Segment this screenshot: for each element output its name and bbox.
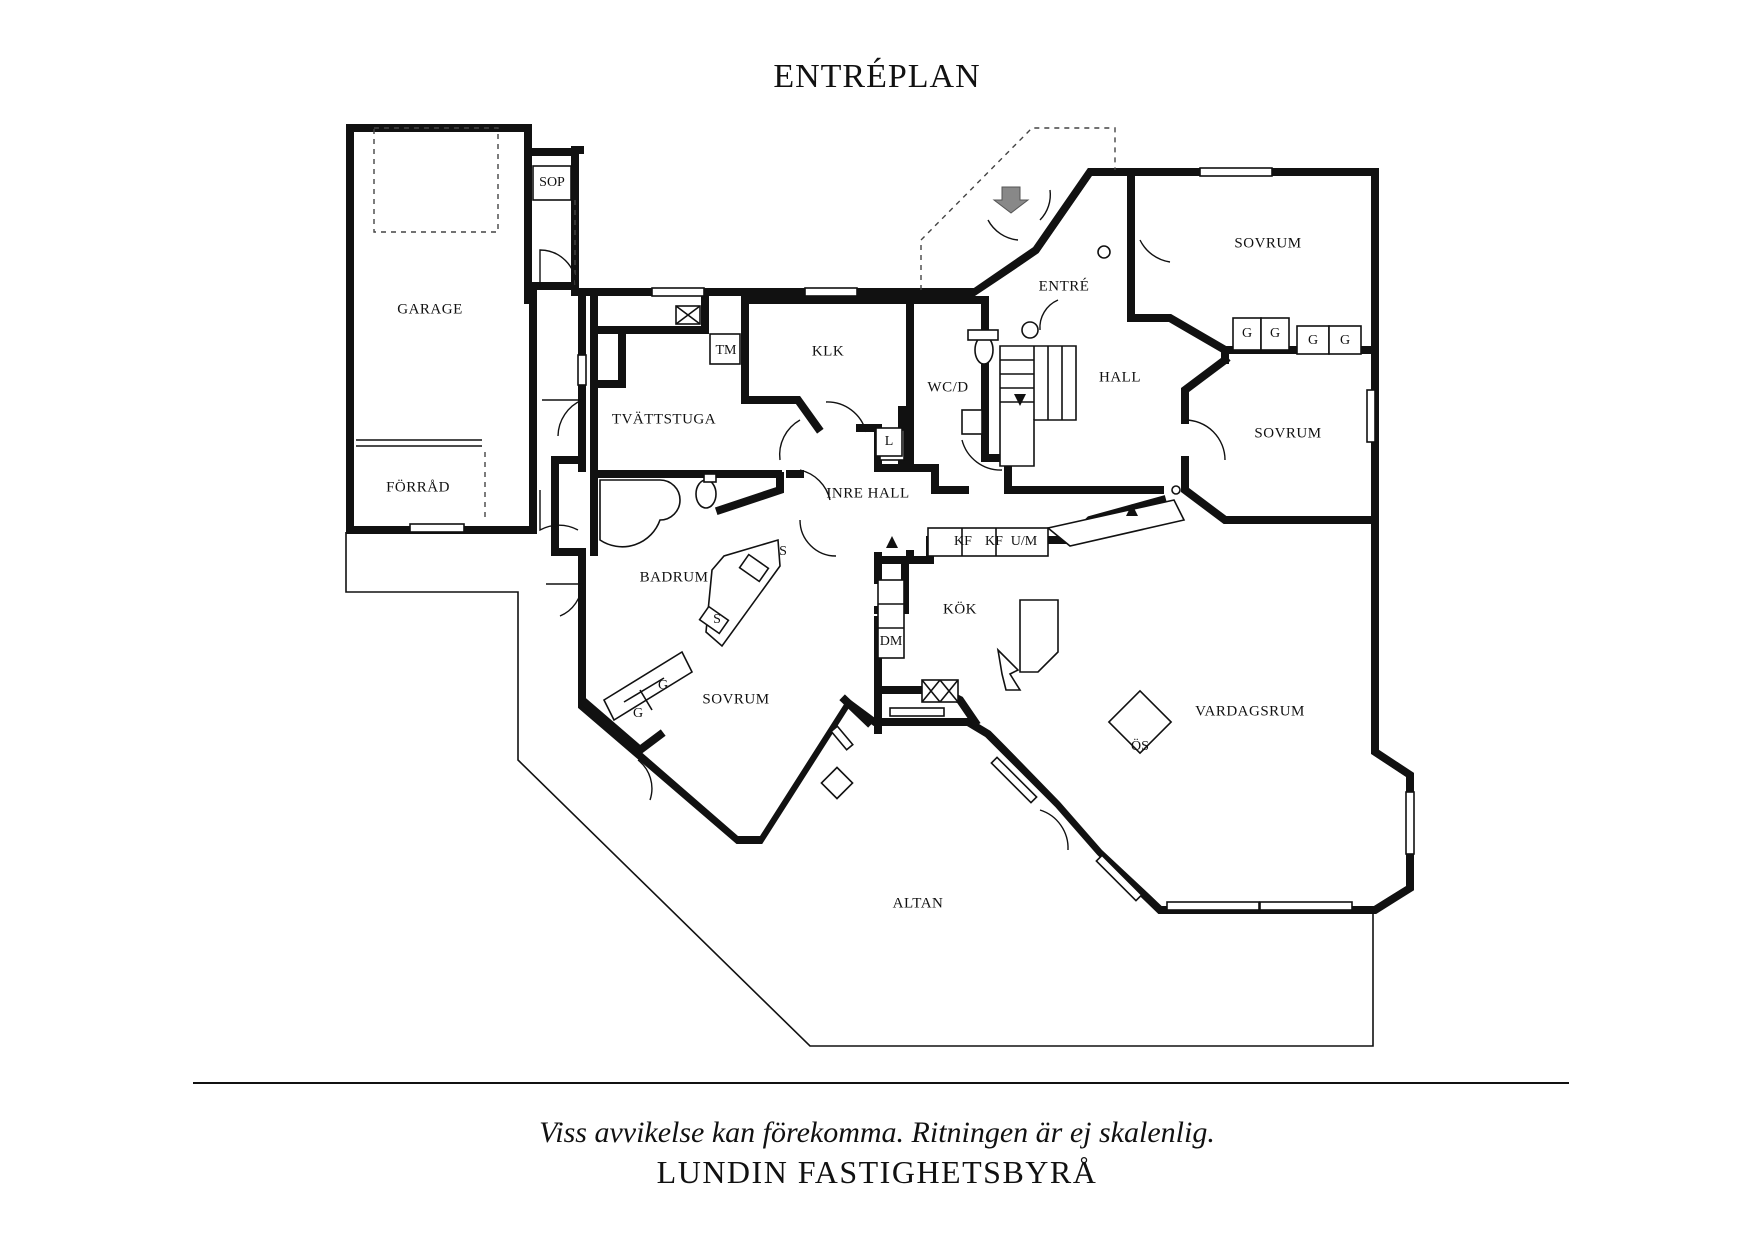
room-label-sop: SOP xyxy=(539,175,565,190)
garage-window xyxy=(409,523,465,533)
room-label-forrad: FÖRRÅD xyxy=(386,478,450,495)
os-fireplace xyxy=(1107,689,1173,755)
footer-disclaimer: Viss avvikelse kan förekomma. Ritningen … xyxy=(539,1116,1215,1149)
room-label-hall: HALL xyxy=(1099,369,1141,385)
hall-arrow-icon xyxy=(1126,504,1138,516)
room-label-wcd: WC/D xyxy=(927,379,968,395)
windows xyxy=(577,167,1415,911)
kok-stove xyxy=(921,679,959,703)
label-g-1: G xyxy=(1242,326,1252,341)
room-label-tm: TM xyxy=(716,343,738,358)
label-g-2: G xyxy=(1270,326,1280,341)
kok-stair-counter xyxy=(877,579,905,659)
garage-door-dashed xyxy=(373,127,499,233)
g-box-2 xyxy=(1260,317,1290,351)
footer-brand: LUNDIN FASTIGHETSBYRÅ xyxy=(656,1154,1098,1190)
label-g-5: G xyxy=(658,678,668,693)
kf-um-counter xyxy=(927,527,1049,557)
bathtub xyxy=(599,479,681,548)
room-label-tvattstuga: TVÄTTSTUGA xyxy=(612,410,716,427)
room-label-altan: ALTAN xyxy=(893,895,944,911)
interior-walls xyxy=(578,172,1375,756)
label-s-1: S xyxy=(779,544,787,559)
room-label-os: ÖS xyxy=(1131,737,1149,754)
label-g-3: G xyxy=(1308,333,1318,348)
klk-box xyxy=(875,427,903,457)
room-label-sovrum-3: SOVRUM xyxy=(702,691,769,707)
room-label-klk: KLK xyxy=(812,343,844,359)
room-label-sovrum-1: SOVRUM xyxy=(1234,235,1301,251)
balcony-step xyxy=(820,766,854,800)
footer-rule xyxy=(193,1082,1569,1084)
kok-island xyxy=(1019,599,1059,673)
room-label-sovrum-2: SOVRUM xyxy=(1254,425,1321,441)
label-um: U/M xyxy=(1011,534,1038,549)
label-s-2: S xyxy=(713,612,721,627)
label-g-6: G xyxy=(633,706,643,721)
entry-canopy-dashed xyxy=(920,127,1116,290)
fixtures xyxy=(599,245,1362,800)
sop-box xyxy=(532,165,572,201)
altan-outline xyxy=(345,532,1374,1047)
label-kf-2: KF xyxy=(985,534,1003,549)
room-label-inre-hall: INRE HALL xyxy=(826,485,909,501)
wc-sink xyxy=(961,409,983,435)
room-label-vardagsrum: VARDAGSRUM xyxy=(1195,703,1305,719)
plan-title: ENTRÉPLAN xyxy=(773,58,981,95)
g-box-3 xyxy=(1296,325,1330,355)
g-box-4 xyxy=(1328,325,1362,355)
room-label-entre: ENTRÉ xyxy=(1039,277,1090,294)
label-g-4: G xyxy=(1340,333,1350,348)
stair-arrow-icon xyxy=(1014,394,1026,406)
entry-arrow-icon xyxy=(992,186,1030,214)
bedroom-wardrobe xyxy=(602,650,694,722)
label-kf-1: KF xyxy=(954,534,972,549)
toilet-bad xyxy=(695,479,717,509)
g-box-1 xyxy=(1232,317,1262,351)
room-label-garage: GARAGE xyxy=(397,301,463,317)
garage-inner-line xyxy=(356,439,482,447)
house-outer-wall xyxy=(551,168,1414,914)
door-swings xyxy=(539,189,1226,851)
room-label-l: L xyxy=(885,434,894,449)
room-label-dm: DM xyxy=(880,634,903,649)
room-label-badrum: BADRUM xyxy=(640,569,709,585)
room-label-kok: KÖK xyxy=(943,600,977,617)
kok-arrow-icon xyxy=(886,536,898,548)
